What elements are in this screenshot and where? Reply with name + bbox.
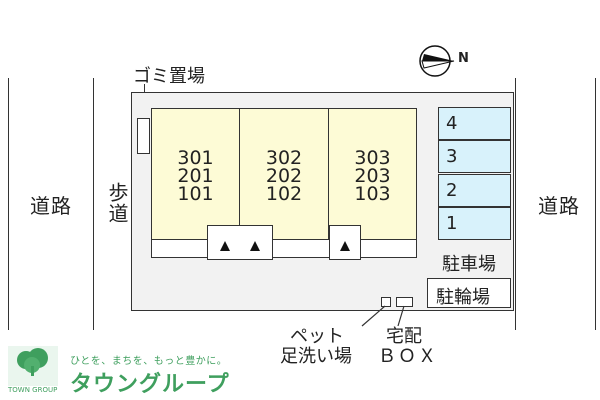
north-label: N	[458, 51, 469, 66]
room-number: 202	[265, 165, 303, 187]
unit-block-1: 301 201 101	[151, 108, 240, 240]
entry-walkway	[151, 239, 417, 258]
entrance-porch-1	[207, 225, 273, 260]
delivery-box-label-line1: 宅配	[386, 326, 422, 347]
logo-emblem-text: TOWN GROUP	[8, 386, 58, 394]
room-number: 302	[265, 147, 303, 169]
parking-bay-3: 3	[438, 140, 511, 173]
logo-name: タウングループ	[70, 372, 230, 397]
right-road-outer-edge	[595, 78, 596, 330]
right-road-label: 道路	[538, 194, 580, 218]
room-number: 102	[265, 183, 303, 205]
garbage-area-label: ゴミ置場	[133, 66, 205, 87]
bicycle-parking-label: 駐輪場	[436, 287, 490, 308]
delivery-box-label-line2: ＢＯＸ	[378, 346, 438, 367]
entrance-marker-icon	[220, 241, 230, 251]
callout-leaders	[361, 305, 405, 327]
bicycle-parking-box: 駐輪場	[427, 278, 511, 308]
parking-bay-4: 4	[438, 107, 511, 140]
logo-tagline: ひとを、まちを、もっと豊かに。	[70, 356, 228, 367]
tree-logo-icon	[8, 346, 58, 386]
parking-bay-2: 2	[438, 174, 511, 207]
room-number: 301	[177, 147, 214, 169]
pet-wash-area	[381, 297, 391, 307]
sidewalk-label: 歩道	[105, 182, 129, 224]
left-road-label: 道路	[30, 194, 72, 218]
north-compass-icon	[419, 45, 455, 77]
unit-block-3: 303 203 103	[328, 108, 417, 240]
delivery-box	[396, 297, 413, 307]
room-number: 203	[354, 165, 391, 187]
right-road-inner-edge	[515, 78, 516, 330]
garbage-box	[137, 118, 150, 154]
pet-wash-label-line1: ペット	[290, 326, 344, 347]
parking-bay-1: 1	[438, 207, 511, 240]
room-number: 303	[354, 147, 391, 169]
sidewalk-outer-edge	[93, 78, 94, 330]
room-number: 103	[354, 183, 391, 205]
entrance-marker-icon	[340, 241, 350, 251]
left-road-edge	[8, 78, 9, 330]
unit-block-2: 302 202 102	[239, 108, 329, 240]
parking-label: 駐車場	[442, 254, 496, 275]
room-number: 101	[177, 183, 214, 205]
room-number: 201	[177, 165, 214, 187]
entrance-marker-icon	[250, 241, 260, 251]
pet-wash-label-line2: 足洗い場	[280, 346, 352, 367]
